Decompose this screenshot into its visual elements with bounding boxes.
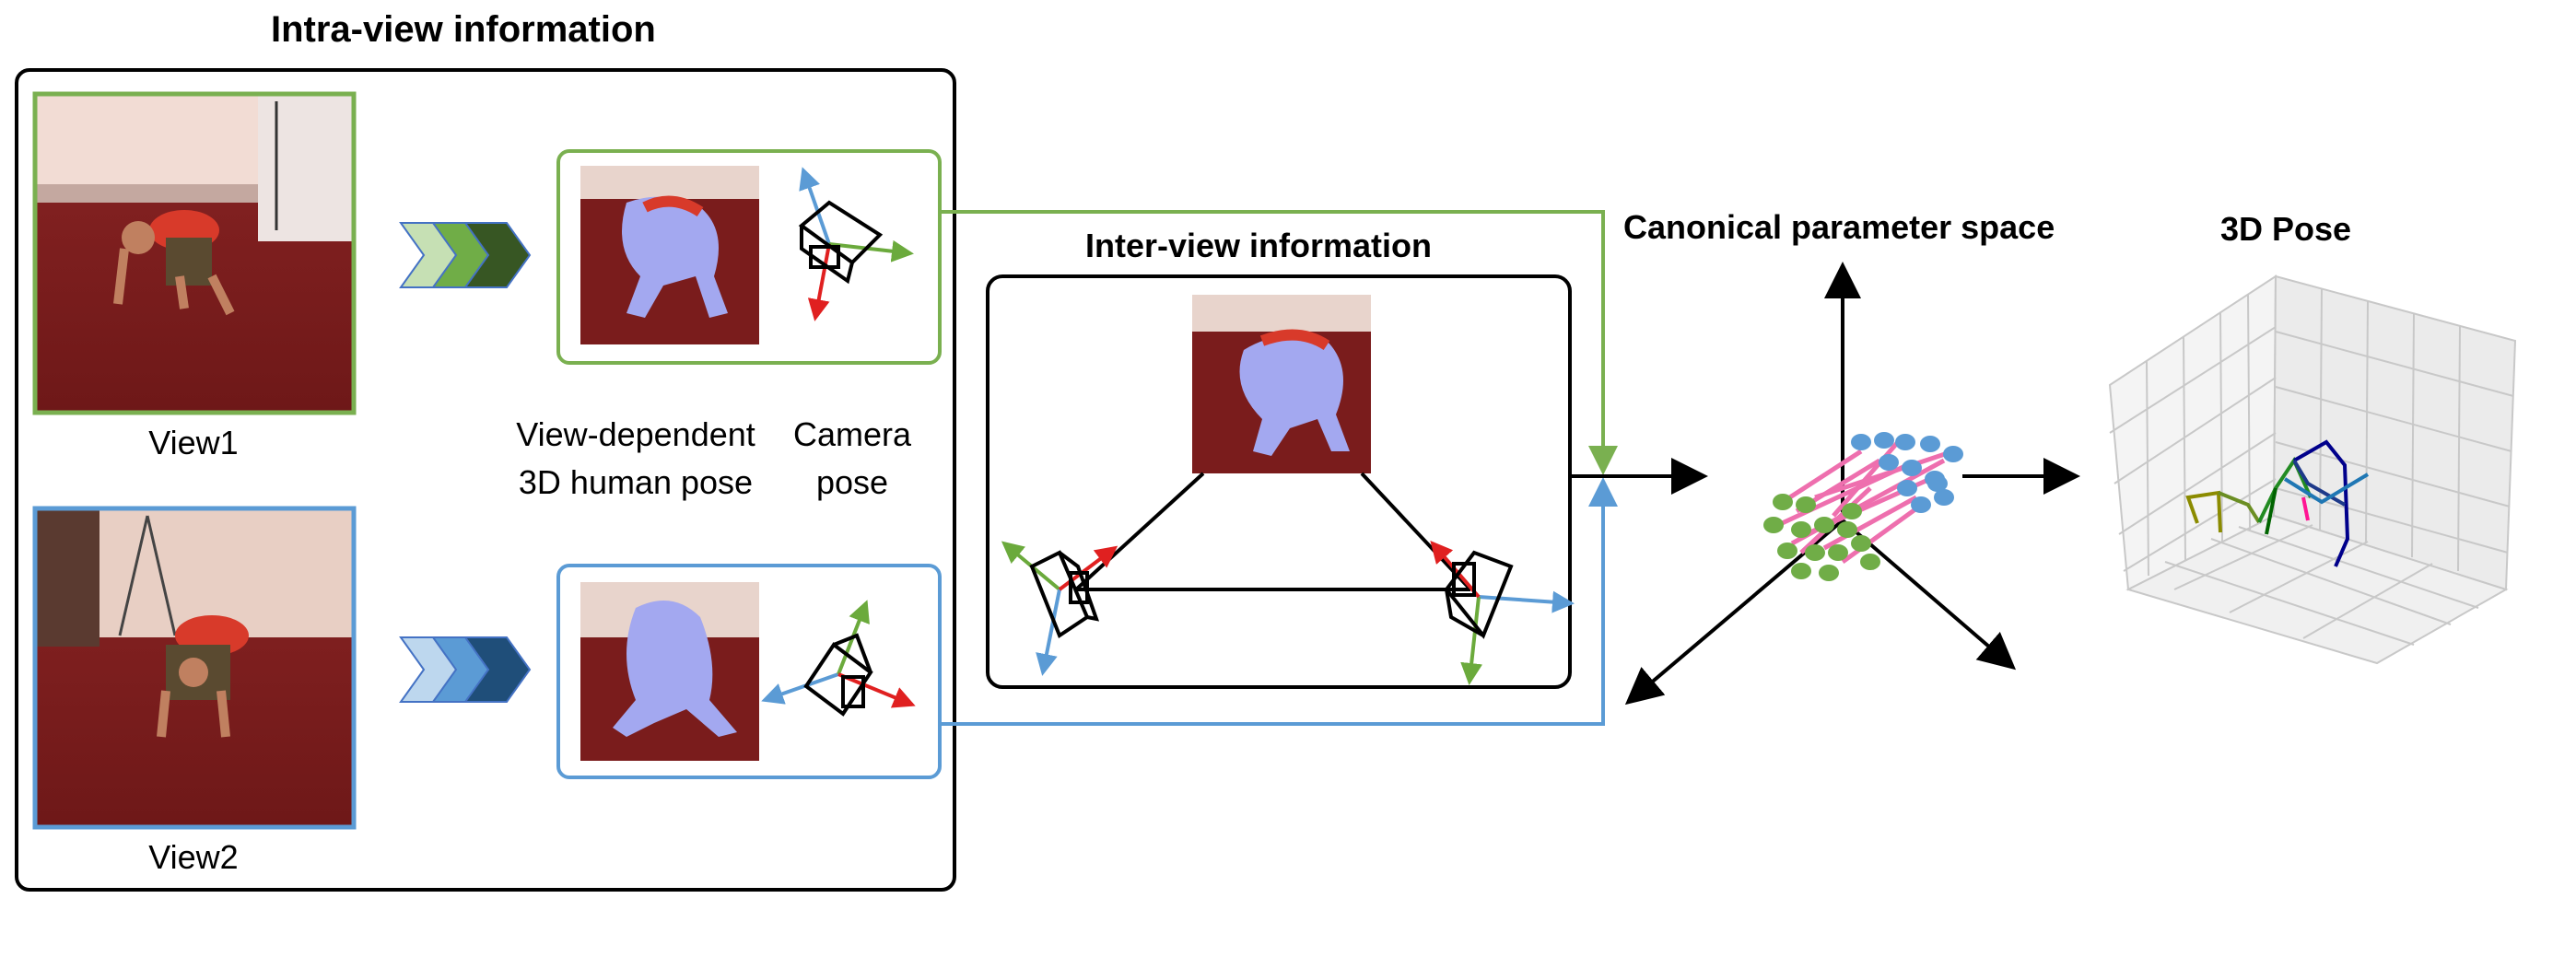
view-dependent-pose-label: View-dependent 3D human pose	[493, 411, 779, 507]
triangle-edge-left	[1074, 472, 1205, 591]
pose-label-line2: 3D human pose	[518, 463, 754, 501]
view1-connector	[940, 210, 1618, 475]
camera-label-line2: pose	[815, 463, 889, 501]
intra-view-title: Intra-view information	[271, 9, 656, 50]
pose3d-skeleton	[2185, 439, 2370, 567]
view1-label: View1	[148, 424, 239, 461]
view2-photo	[32, 506, 357, 830]
pose-label-line1: View-dependent	[516, 415, 755, 453]
inter-camera-left-icon	[1001, 541, 1118, 676]
chevron-arrows-blue	[399, 636, 532, 703]
camera-label-line1: Camera	[792, 415, 912, 453]
pose3d-title: 3D Pose	[2220, 210, 2352, 248]
canonical-title: Canonical parameter space	[1623, 208, 2055, 246]
view1-photo	[32, 91, 357, 415]
inter-view-title: Inter-view information	[1085, 227, 1433, 264]
canonical-point-cloud	[1763, 432, 1963, 581]
camera-pose-label: Camera pose	[783, 411, 921, 507]
inter-camera-right-icon	[1430, 540, 1575, 685]
chevron-arrows-green	[399, 222, 532, 288]
view1-pose-box	[556, 149, 942, 365]
camera-wireframe-icon-2	[761, 600, 916, 717]
view2-pose-box	[556, 564, 942, 779]
camera-wireframe-icon	[798, 167, 914, 321]
view2-label: View2	[148, 838, 239, 876]
intra-view-box	[15, 68, 956, 892]
view1-mesh-image	[580, 166, 759, 344]
pose3d-plot	[2108, 274, 2517, 665]
inter-view-box	[986, 274, 1572, 689]
view2-connector	[940, 477, 1618, 726]
view2-mesh-image	[580, 582, 759, 761]
inter-view-mesh-image	[1192, 295, 1371, 473]
